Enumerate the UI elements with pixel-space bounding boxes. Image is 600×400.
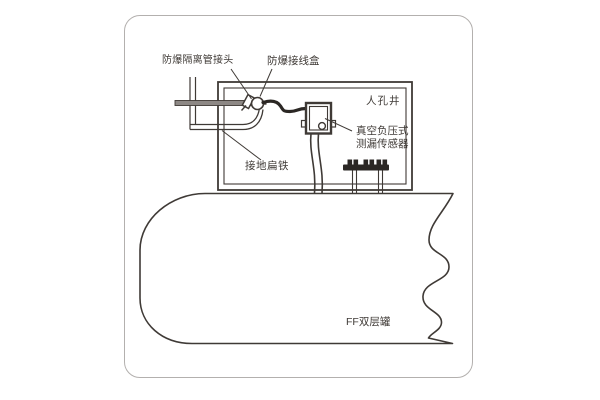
- label-leak-sensor-line2: 测漏传感器: [356, 137, 409, 150]
- tank-outline: [139, 192, 454, 345]
- manhole-flange: [343, 159, 389, 194]
- flex-cable: [261, 99, 308, 114]
- leader-lines: [221, 68, 353, 161]
- label-junction-box: 防爆接线盒: [267, 55, 320, 67]
- label-leak-sensor: 真空负压式 测漏传感器: [356, 125, 409, 150]
- label-isolation-connector: 防爆隔离管接头: [162, 55, 234, 66]
- leak-sensor-box: [300, 101, 337, 135]
- label-leak-sensor-line1: 真空负压式: [356, 125, 409, 137]
- conduit-elbow: [242, 107, 264, 131]
- label-tank: FF双层罐: [346, 316, 391, 328]
- isolation-pipe: [174, 100, 253, 106]
- label-manhole-well: 人孔井: [366, 95, 401, 107]
- diagram-frame: [124, 15, 473, 378]
- sensor-tubes: [309, 133, 324, 194]
- label-grounding-strip: 接地扁铁: [245, 160, 289, 172]
